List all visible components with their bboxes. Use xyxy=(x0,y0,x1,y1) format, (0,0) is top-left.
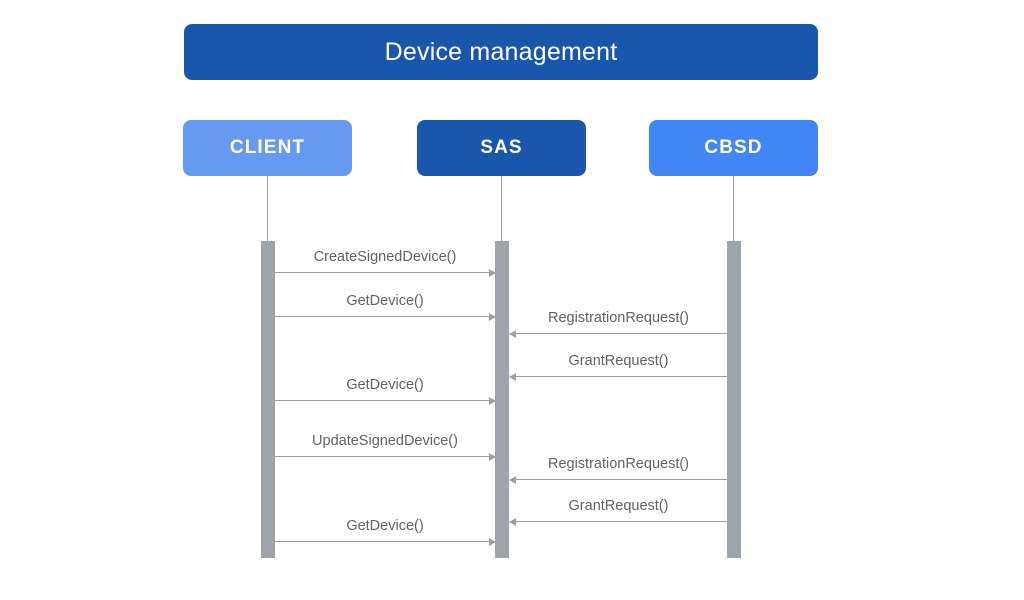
message-label: UpdateSignedDevice() xyxy=(312,433,458,449)
message-label: CreateSignedDevice() xyxy=(313,249,457,265)
message-line xyxy=(510,333,727,334)
message-label: GetDevice() xyxy=(346,518,424,534)
activation-bar-sas xyxy=(495,241,509,558)
participant-sas[interactable]: SAS xyxy=(417,120,586,176)
activation-bar-client xyxy=(261,241,275,558)
lifeline-client xyxy=(267,176,268,241)
lifeline-sas xyxy=(501,176,502,241)
message-line xyxy=(275,272,495,273)
arrowhead-left-icon xyxy=(509,372,516,381)
arrowhead-right-icon xyxy=(489,312,496,321)
diagram-title-text: Device management xyxy=(384,37,618,66)
message-line xyxy=(275,541,495,542)
participant-sas-label: SAS xyxy=(480,137,523,158)
arrowhead-right-icon xyxy=(489,537,496,546)
arrowhead-right-icon xyxy=(489,268,496,277)
participant-cbsd-label: CBSD xyxy=(704,137,763,158)
message-line xyxy=(510,479,727,480)
arrowhead-left-icon xyxy=(509,475,516,484)
message-line xyxy=(275,456,495,457)
diagram-title-banner: Device management xyxy=(184,24,818,80)
message-line xyxy=(275,316,495,317)
message-line xyxy=(275,400,495,401)
participant-client[interactable]: CLIENT xyxy=(183,120,352,176)
participant-cbsd[interactable]: CBSD xyxy=(649,120,818,176)
participant-client-label: CLIENT xyxy=(229,137,306,158)
message-line xyxy=(510,376,727,377)
message-label: GrantRequest() xyxy=(568,498,669,514)
arrowhead-left-icon xyxy=(509,329,516,338)
message-label: GetDevice() xyxy=(346,377,424,393)
arrowhead-right-icon xyxy=(489,396,496,405)
activation-bar-cbsd xyxy=(727,241,741,558)
message-label: GrantRequest() xyxy=(568,353,669,369)
message-label: RegistrationRequest() xyxy=(547,456,690,472)
message-label: RegistrationRequest() xyxy=(547,310,690,326)
message-line xyxy=(510,521,727,522)
message-label: GetDevice() xyxy=(346,293,424,309)
arrowhead-left-icon xyxy=(509,517,516,526)
arrowhead-right-icon xyxy=(489,452,496,461)
lifeline-cbsd xyxy=(733,176,734,241)
